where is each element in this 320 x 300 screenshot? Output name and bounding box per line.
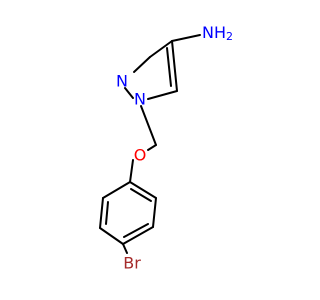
bond-b5-b6 [99, 197, 104, 229]
ether-oxygen-label: O [134, 146, 147, 165]
bond-c3-n2 [133, 56, 151, 73]
bond-b6-b1 [102, 181, 131, 199]
bond-ch2-o [147, 144, 157, 151]
bond-c4-nh2 [171, 34, 201, 42]
bond-b4-b5 [99, 227, 124, 245]
atom-labels: NH2 N N O Br [116, 23, 233, 273]
chemical-structure: NH2 N N O Br [99, 23, 233, 273]
bond-c4-c3 [149, 40, 173, 58]
bond-b4-br [122, 243, 128, 254]
bonds [99, 34, 201, 254]
bromine-label: Br [123, 254, 141, 273]
bond-b1-b2 [129, 181, 157, 199]
amine-label: NH2 [202, 23, 233, 43]
bond-c5-c4 [171, 40, 178, 92]
bond-n1-ch2 [140, 105, 157, 146]
bond-b2-b3 [152, 197, 157, 228]
bond-b1-b2-inner [130, 188, 152, 202]
bond-b5-b6-inner [105, 201, 109, 225]
bond-n2-n1 [124, 87, 134, 99]
bond-o-ring [129, 159, 134, 183]
bond-c4-c5-inner [166, 47, 172, 87]
bond-b3-b4 [122, 226, 154, 245]
bond-n1-c5 [147, 90, 178, 100]
bond-b3-b4-inner [123, 223, 149, 238]
pyrazole-n2-label: N [116, 72, 128, 91]
pyrazole-n1-label: N [134, 90, 146, 109]
